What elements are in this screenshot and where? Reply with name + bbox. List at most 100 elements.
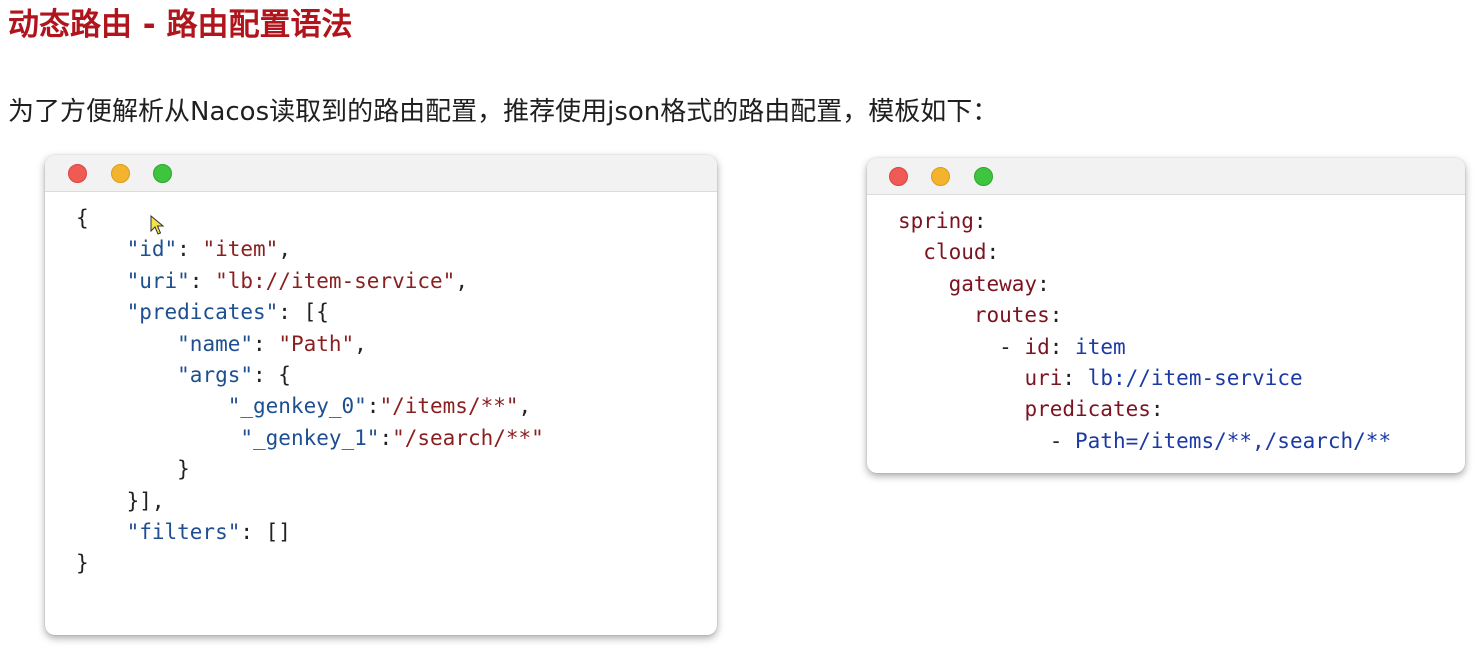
code-token: : xyxy=(1062,365,1088,390)
minimize-button[interactable] xyxy=(931,167,950,186)
code-line: "_genkey_0":"/items/**", xyxy=(76,391,544,422)
code-indent xyxy=(76,489,127,513)
code-token: "Path" xyxy=(278,331,355,356)
code-token: id xyxy=(1024,334,1050,359)
code-token: : [{ xyxy=(278,300,329,325)
code-token: : xyxy=(189,268,216,293)
code-indent xyxy=(76,457,177,481)
code-indent xyxy=(898,272,949,296)
code-indent xyxy=(898,303,974,327)
page-description: 为了方便解析从Nacos读取到的路由配置，推荐使用json格式的路由配置，模板如… xyxy=(8,97,999,127)
code-line: - Path=/items/**,/search/** xyxy=(898,426,1391,457)
json-code-window: { "id": "item", "uri": "lb://item-servic… xyxy=(45,155,717,635)
code-indent xyxy=(76,237,127,261)
code-token: "predicates" xyxy=(126,300,279,325)
code-token: "/items/**" xyxy=(379,394,519,419)
code-line: routes: xyxy=(898,300,1391,331)
code-token: spring xyxy=(898,209,974,233)
maximize-button[interactable] xyxy=(974,167,993,186)
code-token: "lb://item-service" xyxy=(215,268,456,293)
yaml-code-window: spring: cloud: gateway: routes: - id: it… xyxy=(867,158,1465,473)
code-indent xyxy=(76,363,177,387)
code-token: : [] xyxy=(240,519,291,544)
code-line: "filters": [] xyxy=(76,517,544,548)
minimize-button[interactable] xyxy=(111,164,130,183)
code-token: - xyxy=(1049,428,1076,453)
code-line: gateway: xyxy=(898,269,1391,300)
code-token: } xyxy=(76,551,89,576)
code-line: "name": "Path", xyxy=(76,329,544,360)
code-line: cloud: xyxy=(898,237,1391,268)
code-indent xyxy=(76,426,240,450)
code-token: : xyxy=(986,240,1000,265)
code-token: : xyxy=(379,425,393,450)
json-code-block: { "id": "item", "uri": "lb://item-servic… xyxy=(76,203,544,580)
code-token: : xyxy=(1049,303,1063,328)
code-token: : xyxy=(1049,334,1076,359)
code-token: { xyxy=(76,206,89,230)
code-indent xyxy=(898,429,1050,453)
window-titlebar xyxy=(867,158,1465,195)
code-token: "name" xyxy=(177,331,254,356)
code-line: predicates: xyxy=(898,394,1391,425)
code-indent xyxy=(76,300,127,324)
code-token: "item" xyxy=(202,237,279,262)
code-token: gateway xyxy=(948,271,1038,296)
code-line: }], xyxy=(76,486,544,517)
code-token: , xyxy=(354,331,367,356)
code-token: Path=/items/**,/search/** xyxy=(1075,428,1392,453)
code-token: : xyxy=(1037,271,1050,296)
code-indent xyxy=(898,335,999,359)
code-token: , xyxy=(518,394,532,419)
window-titlebar xyxy=(45,155,717,192)
code-indent xyxy=(898,397,1024,421)
mouse-cursor-icon xyxy=(150,215,164,235)
code-token: : xyxy=(973,209,987,233)
page-title: 动态路由 - 路由配置语法 xyxy=(8,7,353,43)
code-line: { xyxy=(76,203,544,234)
code-indent xyxy=(898,366,1024,390)
code-token: , xyxy=(278,237,291,262)
code-token: : { xyxy=(253,362,291,387)
code-line: "predicates": [{ xyxy=(76,297,544,328)
code-token: lb://item-service xyxy=(1087,365,1303,390)
code-token: predicates xyxy=(1024,397,1151,422)
code-token: } xyxy=(177,457,190,482)
code-indent xyxy=(76,269,127,293)
yaml-code-block: spring: cloud: gateway: routes: - id: it… xyxy=(898,206,1391,457)
code-token: }], xyxy=(126,488,165,513)
code-line: "id": "item", xyxy=(76,234,544,265)
code-token: - xyxy=(999,334,1025,359)
code-token: "uri" xyxy=(126,268,190,293)
code-indent xyxy=(76,394,228,418)
code-indent xyxy=(898,240,923,264)
code-token: : xyxy=(253,331,279,356)
code-token: routes xyxy=(973,303,1050,328)
code-token: uri xyxy=(1024,365,1063,390)
close-button[interactable] xyxy=(68,164,87,183)
code-token: : xyxy=(177,237,203,262)
close-button[interactable] xyxy=(889,167,908,186)
code-token: "/search/**" xyxy=(392,425,544,450)
maximize-button[interactable] xyxy=(153,164,172,183)
code-line: "_genkey_1":"/search/**" xyxy=(76,423,544,454)
code-token: "filters" xyxy=(126,519,241,544)
code-token: : xyxy=(366,394,380,419)
code-line: spring: xyxy=(898,206,1391,237)
code-line: "uri": "lb://item-service", xyxy=(76,266,544,297)
code-indent xyxy=(76,332,177,356)
code-token: "args" xyxy=(177,362,254,387)
code-token: "id" xyxy=(126,237,178,262)
code-line: } xyxy=(76,548,544,579)
code-line: uri: lb://item-service xyxy=(898,363,1391,394)
code-token: "_genkey_0" xyxy=(227,394,367,419)
code-indent xyxy=(76,520,127,544)
code-token: "_genkey_1" xyxy=(240,425,380,450)
code-line: - id: item xyxy=(898,332,1391,363)
code-token: , xyxy=(455,268,468,293)
code-line: } xyxy=(76,454,544,485)
code-token: : xyxy=(1150,397,1164,422)
code-line: "args": { xyxy=(76,360,544,391)
code-token: cloud xyxy=(923,240,987,265)
code-token: item xyxy=(1075,334,1126,359)
